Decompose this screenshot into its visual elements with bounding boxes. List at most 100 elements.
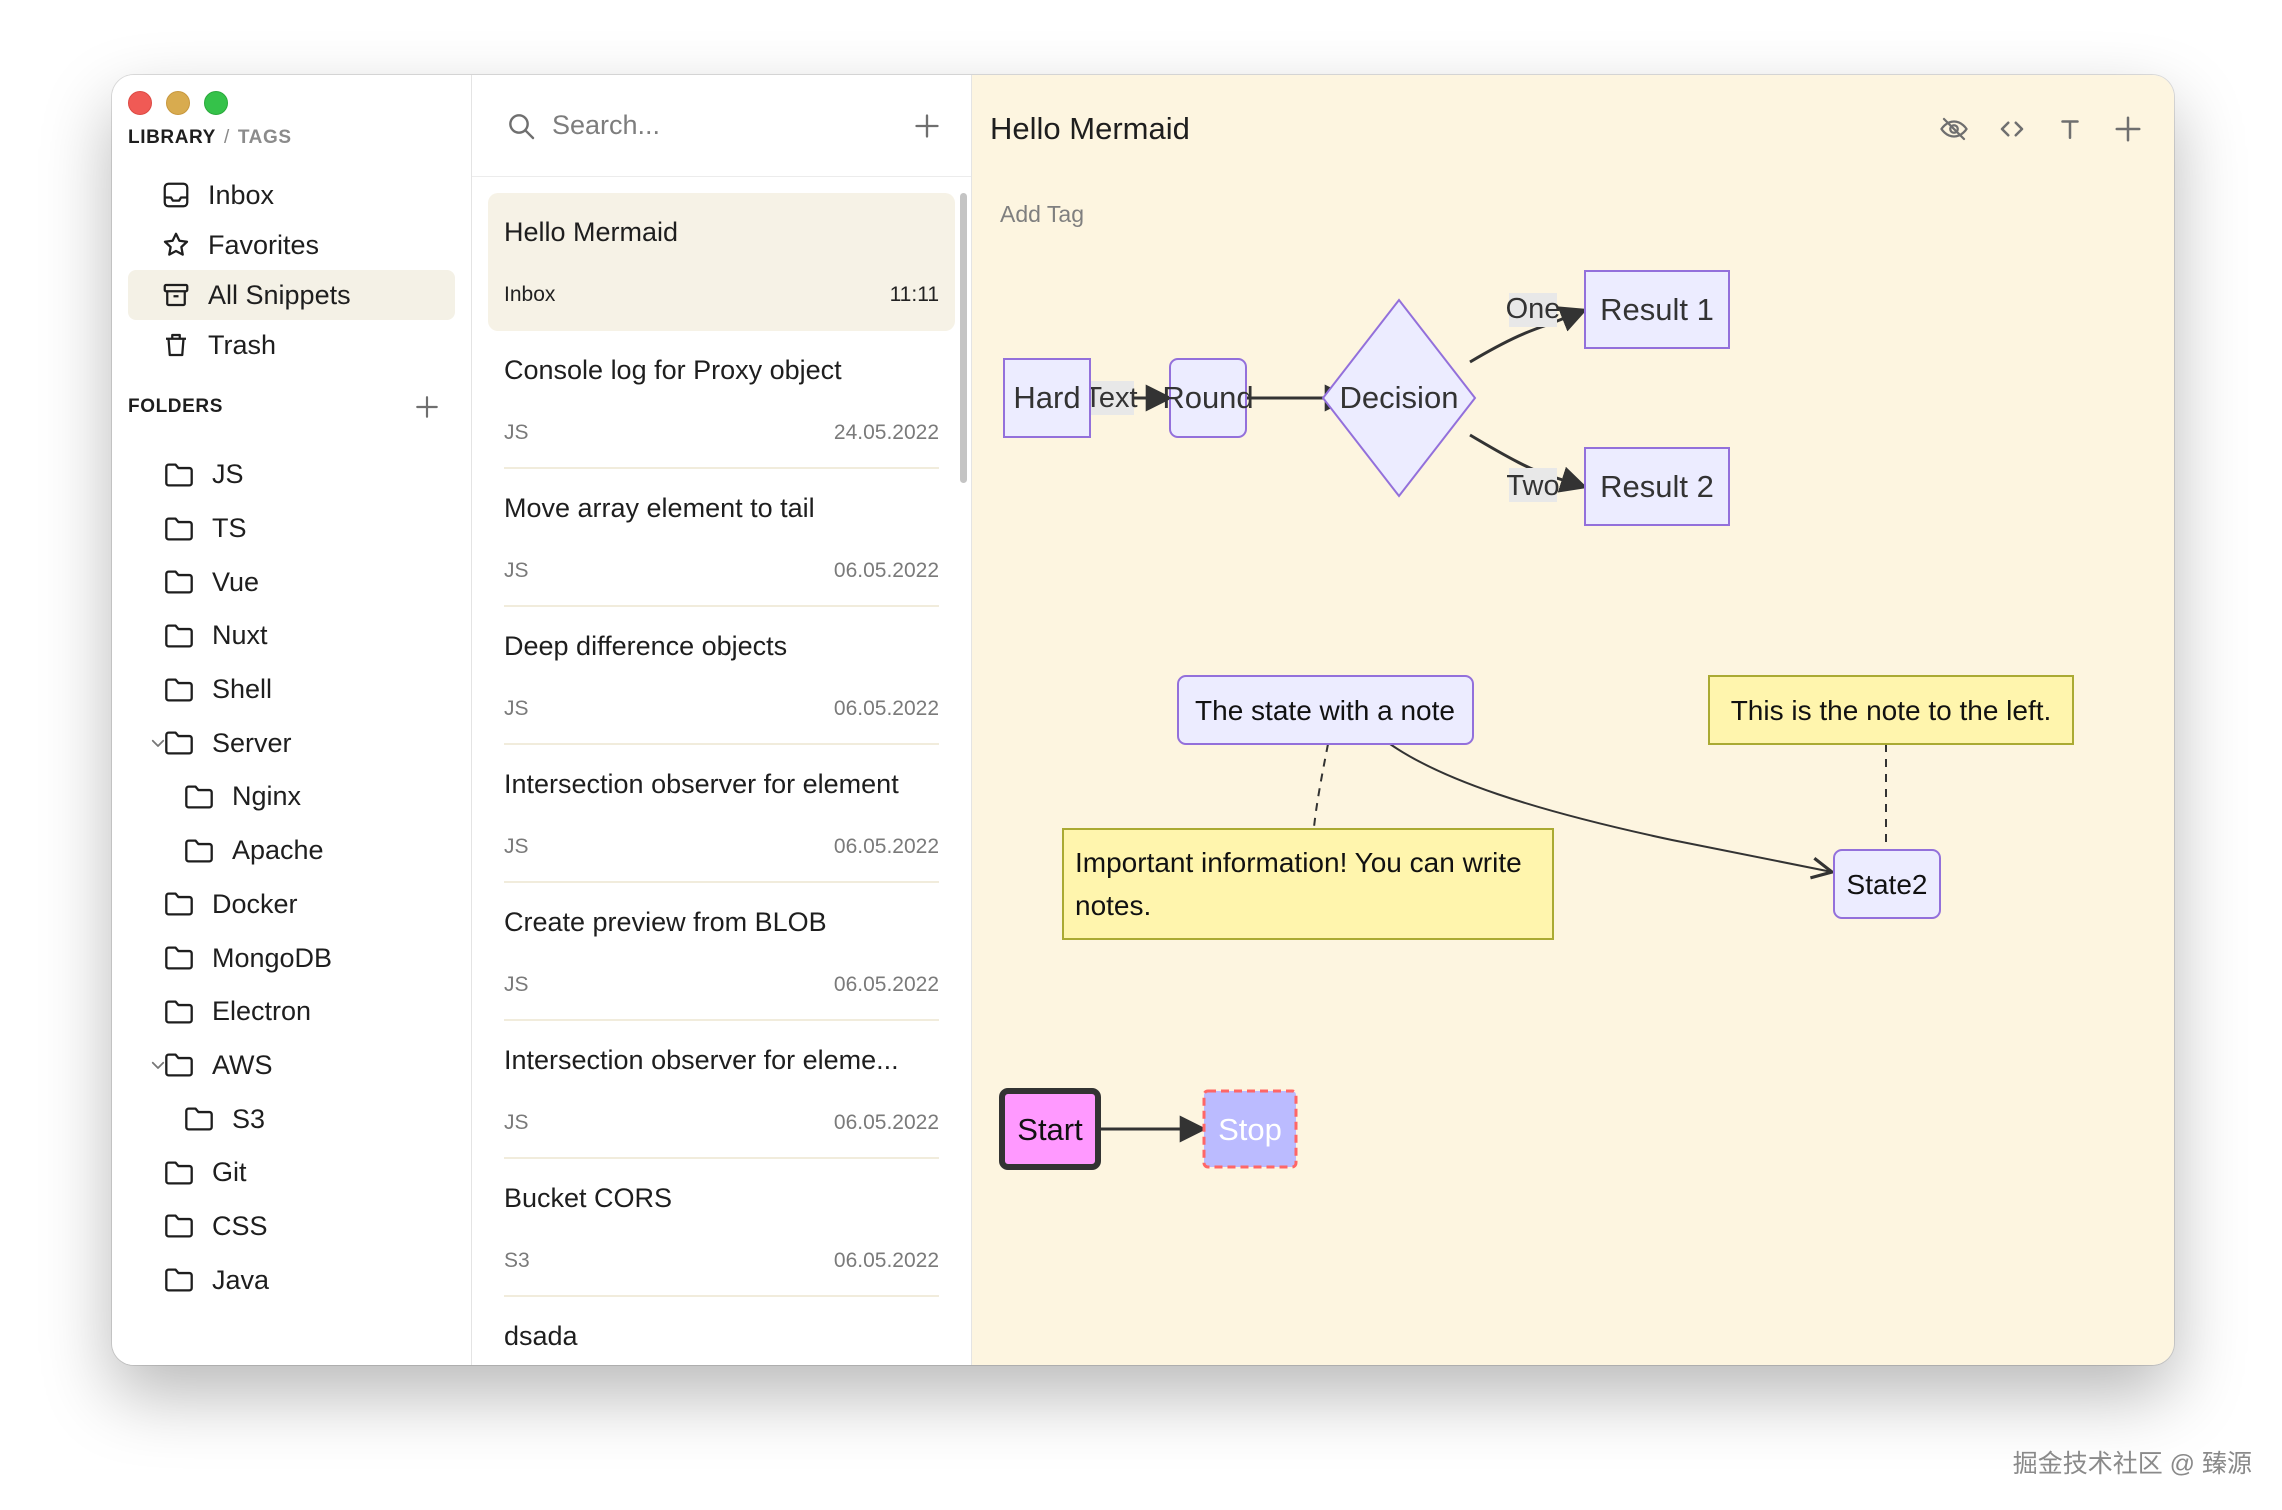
search-bar [472, 75, 971, 177]
folder-label: Docker [212, 888, 298, 919]
folder-label: Apache [232, 835, 324, 866]
snippet-divider [504, 743, 939, 745]
close-window-button[interactable] [128, 91, 152, 115]
folder-item[interactable]: Server [128, 716, 455, 770]
chevron-down-icon[interactable] [146, 1053, 170, 1077]
snippet-date: 24.05.2022 [833, 421, 939, 444]
folder-item[interactable]: Vue [128, 555, 455, 609]
search-icon [504, 109, 538, 143]
snippet-title: Hello Mermaid [504, 217, 679, 247]
code-view-button[interactable] [1996, 113, 2028, 145]
node-label: Hard [1013, 380, 1080, 415]
snippet-date: 06.05.2022 [833, 835, 939, 858]
folder-item[interactable]: Java [128, 1253, 455, 1307]
node-result2: Result 2 [1584, 447, 1730, 526]
edge-label-bg [1509, 468, 1557, 502]
folder-item[interactable]: Nginx [128, 770, 455, 824]
zoom-window-button[interactable] [204, 91, 228, 115]
transition-state-to-state2 [1389, 743, 1832, 872]
folder-item[interactable]: Apache [128, 824, 455, 878]
star-icon [160, 229, 192, 261]
hide-preview-button[interactable] [1938, 113, 1970, 145]
folder-item[interactable]: CSS [128, 1200, 455, 1254]
code-icon [2000, 121, 2024, 137]
nav-item-all-snippets[interactable]: All Snippets [128, 270, 455, 320]
inbox-icon [160, 179, 192, 211]
snippet-title: Move array element to tail [504, 493, 815, 523]
tab-tags[interactable]: TAGS [237, 127, 292, 148]
node-label: Result 1 [1600, 292, 1714, 327]
folder-icon [162, 1211, 196, 1241]
eye-off-icon [1940, 117, 1968, 141]
folder-icon [182, 1104, 216, 1134]
snippet-divider [504, 467, 939, 469]
search-input[interactable] [552, 110, 913, 141]
snippet-item[interactable]: dsada [488, 1297, 955, 1365]
folder-item[interactable]: Git [128, 1146, 455, 1200]
state-with-note: The state with a note [1177, 675, 1474, 745]
note-label: notes. [1075, 890, 1151, 921]
folder-icon [162, 889, 196, 919]
folder-item[interactable]: Nuxt [128, 609, 455, 663]
folder-item[interactable]: Docker [128, 878, 455, 932]
archive-icon [160, 279, 192, 311]
state-label: The state with a note [1195, 695, 1455, 726]
folder-icon [182, 782, 216, 812]
add-snippet-button[interactable] [913, 112, 941, 140]
note-important: Important information! You can write not… [1062, 828, 1554, 940]
folder-item[interactable]: S3 [128, 1092, 455, 1146]
note-left: This is the note to the left. [1708, 675, 2074, 745]
snippet-date: 06.05.2022 [833, 559, 939, 582]
tab-library[interactable]: LIBRARY [128, 127, 216, 148]
nav-item-favorites[interactable]: Favorites [128, 220, 455, 270]
folder-label: MongoDB [212, 942, 333, 973]
list-scrollbar[interactable] [960, 193, 967, 483]
nav-item-trash[interactable]: Trash [128, 320, 455, 370]
text-format-icon [2061, 120, 2079, 139]
snippet-folder: S3 [504, 1249, 530, 1272]
node-decision: Decision [1321, 298, 1477, 498]
minimize-window-button[interactable] [166, 91, 190, 115]
folder-label: Nuxt [212, 620, 268, 651]
folder-label: AWS [212, 1049, 273, 1080]
folder-item[interactable]: TS [128, 502, 455, 556]
node-label: Start [1017, 1112, 1083, 1147]
snippet-title: Create preview from BLOB [504, 907, 827, 937]
folder-icon [162, 1158, 196, 1188]
snippet-folder: JS [504, 1111, 529, 1134]
add-fragment-button[interactable] [2112, 113, 2144, 145]
snippet-title[interactable]: Hello Mermaid [990, 111, 1190, 146]
add-tag-input[interactable]: Add Tag [1000, 201, 1084, 227]
folder-item[interactable]: JS [128, 448, 455, 502]
folder-item[interactable]: AWS [128, 1039, 455, 1093]
nav-item-inbox[interactable]: Inbox [128, 170, 455, 220]
chevron-down-icon[interactable] [146, 731, 170, 755]
format-button[interactable] [2054, 113, 2086, 145]
edge-label-one: One [1506, 293, 1561, 325]
nav-item-label: All Snippets [208, 279, 351, 310]
snippet-title: Intersection observer for eleme... [504, 1045, 899, 1075]
folder-icon [162, 997, 196, 1027]
edge-label-two: Two [1506, 470, 1559, 502]
node-label: Result 2 [1600, 469, 1714, 504]
folder-item[interactable]: MongoDB [128, 931, 455, 985]
add-folder-button[interactable] [413, 393, 441, 421]
folder-item[interactable]: Shell [128, 663, 455, 717]
folder-item[interactable]: Electron [128, 985, 455, 1039]
folder-label: JS [212, 459, 244, 490]
snippet-date: 06.05.2022 [833, 973, 939, 996]
